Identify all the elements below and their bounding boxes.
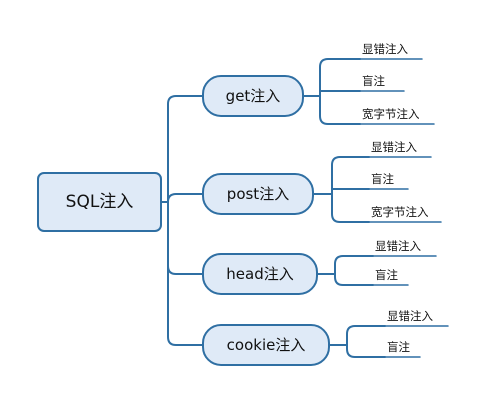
branch-node-box [202, 253, 318, 295]
root-node-label: SQL注入 [66, 192, 134, 212]
leaf-connector [334, 255, 374, 275]
leaf-label[interactable]: 盲注 [371, 172, 394, 186]
leaf-label[interactable]: 盲注 [387, 340, 410, 354]
root-branch-connector [167, 201, 204, 275]
root-branch-connector [167, 201, 204, 346]
leaf-connector [334, 273, 374, 286]
leaf-connector [346, 344, 386, 358]
connectors [160, 58, 449, 358]
root-node-box [37, 172, 162, 232]
leaf-label[interactable]: 宽字节注入 [371, 205, 429, 219]
leaf-label[interactable]: 显错注入 [387, 309, 433, 323]
leaf-label[interactable]: 显错注入 [375, 239, 421, 253]
leaf-connector [319, 90, 361, 97]
leaf-connector [331, 188, 370, 195]
branch-node[interactable]: cookie注入 [202, 324, 330, 366]
branch-node[interactable]: post注入 [202, 173, 314, 215]
leaf-label[interactable]: 显错注入 [371, 140, 417, 154]
leaf-label[interactable]: 盲注 [362, 74, 385, 88]
branch-node-label: post注入 [227, 185, 289, 203]
branches: get注入显错注入盲注宽字节注入post注入显错注入盲注宽字节注入head注入显… [202, 42, 433, 366]
branch-node-label: cookie注入 [227, 336, 306, 354]
branch-node-box [202, 324, 330, 366]
root-branch-connector [167, 95, 204, 203]
root-node[interactable]: SQL注入 [37, 172, 162, 232]
leaf-label[interactable]: 盲注 [375, 268, 398, 282]
leaf-connector [319, 58, 361, 97]
branch-node-label: head注入 [226, 265, 293, 283]
branch-node[interactable]: head注入 [202, 253, 318, 295]
leaf-connector [331, 156, 370, 195]
leaf-connector [319, 95, 361, 125]
branch-node-label: get注入 [226, 87, 281, 105]
branch-node[interactable]: get注入 [202, 75, 304, 117]
leaf-connector [331, 193, 370, 223]
root-branch-connector [167, 193, 204, 203]
branch-node-box [202, 75, 304, 117]
branch-node-box [202, 173, 314, 215]
leaf-label[interactable]: 显错注入 [362, 42, 408, 56]
leaf-label[interactable]: 宽字节注入 [362, 107, 420, 121]
leaf-connector [346, 325, 386, 346]
